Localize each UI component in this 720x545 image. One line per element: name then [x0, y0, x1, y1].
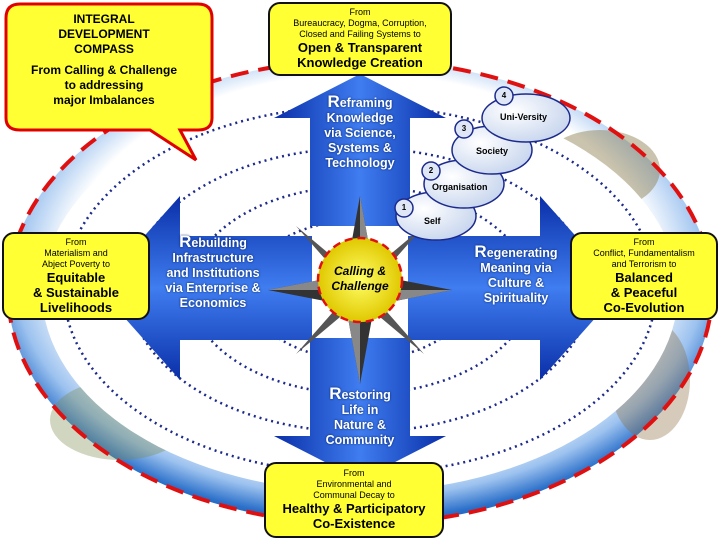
- callout-subtitle-line: to addressing: [64, 78, 144, 92]
- arm-line: Culture &: [487, 276, 545, 290]
- arm-line: via Science,: [324, 126, 396, 140]
- arm-line: Nature &: [333, 418, 387, 432]
- level-label: Organisation: [432, 182, 488, 192]
- callout-title-line: DEVELOPMENT: [58, 27, 150, 41]
- from-line: Closed and Failing Systems to: [299, 29, 421, 39]
- from-line: From: [343, 468, 365, 478]
- right-outcome-box: From Conflict, Fundamentalism and Terror…: [570, 232, 718, 320]
- from-line: Conflict, Fundamentalism: [593, 248, 695, 258]
- from-line: From: [633, 237, 655, 247]
- target-line: Balanced: [615, 270, 673, 285]
- from-line: Communal Decay to: [313, 490, 395, 500]
- from-line: and Terrorism to: [611, 259, 677, 269]
- south-arm-text: Restoring Life in Nature & Community: [306, 384, 414, 448]
- levels-spiral: [394, 86, 571, 241]
- arm-initial: R: [327, 92, 340, 111]
- from-line: From: [65, 237, 87, 247]
- target-line: Equitable: [46, 270, 106, 285]
- north-arm-text: Reframing Knowledge via Science, Systems…: [306, 92, 414, 171]
- center-label: Calling & Challenge: [315, 264, 405, 294]
- arm-line: Economics: [179, 296, 247, 310]
- level-number: 2: [428, 166, 434, 175]
- level-number: 3: [461, 124, 467, 133]
- target-line: Knowledge Creation: [297, 55, 423, 70]
- north-arrow: [274, 74, 446, 226]
- target-line: Healthy & Participatory: [282, 501, 426, 516]
- east-arm-text: Regenerating Meaning via Culture & Spiri…: [456, 242, 576, 306]
- center-line: Challenge: [331, 279, 389, 293]
- level-label: Society: [476, 146, 509, 156]
- arm-line: Meaning via: [480, 261, 552, 275]
- callout-subtitle-line: From Calling & Challenge: [30, 63, 177, 77]
- arm-line: via Enterprise &: [165, 281, 261, 295]
- arm-line: Knowledge: [326, 111, 394, 125]
- target-line: Open & Transparent: [297, 40, 423, 55]
- arm-line: Community: [325, 433, 395, 447]
- bottom-outcome-box: From Environmental and Communal Decay to…: [264, 462, 444, 538]
- arm-line: Systems &: [328, 141, 392, 155]
- callout-text: INTEGRAL DEVELOPMENT COMPASS From Callin…: [14, 12, 194, 108]
- callout-title-line: COMPASS: [74, 42, 134, 56]
- arm-line: Life in: [341, 403, 379, 417]
- arm-line: eframing: [339, 96, 393, 110]
- level-label: Self: [424, 216, 441, 226]
- west-arm-text: Rebuilding Infrastructure and Institutio…: [148, 232, 278, 311]
- calling-challenge-disc: [316, 236, 404, 324]
- left-outcome-box: From Materialism and Abject Poverty to E…: [2, 232, 150, 320]
- callout-bubble: [4, 2, 214, 162]
- arm-initial: R: [179, 232, 192, 251]
- west-arrow: [98, 196, 312, 380]
- callout-subtitle-line: major Imbalances: [53, 93, 155, 107]
- from-line: From: [349, 7, 371, 17]
- callout-title-line: INTEGRAL: [73, 12, 135, 26]
- level-number: 4: [501, 91, 507, 100]
- from-line: Abject Poverty to: [41, 259, 111, 269]
- level-label: Uni-Versity: [500, 112, 548, 122]
- target-line: & Sustainable: [33, 285, 119, 300]
- arm-line: and Institutions: [166, 266, 260, 280]
- arm-initial: R: [474, 242, 487, 261]
- from-line: Environmental and: [316, 479, 392, 489]
- from-line: Bureaucracy, Dogma, Corruption,: [293, 18, 427, 28]
- arm-line: ebuilding: [191, 236, 247, 250]
- arm-initial: R: [329, 384, 342, 403]
- arm-line: Technology: [325, 156, 395, 170]
- from-line: Materialism and: [44, 248, 108, 258]
- top-outcome-box: From Bureaucracy, Dogma, Corruption, Clo…: [268, 2, 452, 76]
- arm-line: egenerating: [486, 246, 558, 260]
- arm-line: Infrastructure: [172, 251, 254, 265]
- arm-line: Spirituality: [483, 291, 549, 305]
- target-line: Co-Existence: [312, 516, 396, 531]
- target-line: Co-Evolution: [603, 300, 685, 315]
- target-line: & Peaceful: [610, 285, 678, 300]
- arm-line: estoring: [341, 388, 391, 402]
- target-line: Livelihoods: [39, 300, 113, 315]
- south-arrow: [274, 338, 446, 480]
- level-number: 1: [401, 203, 407, 212]
- east-arrow: [408, 196, 622, 380]
- center-line: Calling &: [333, 264, 386, 278]
